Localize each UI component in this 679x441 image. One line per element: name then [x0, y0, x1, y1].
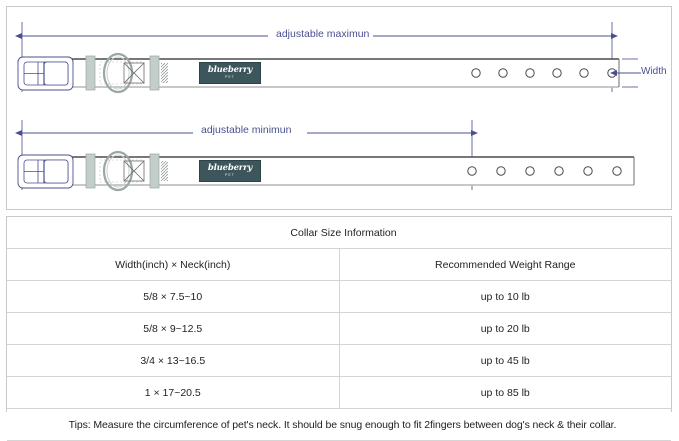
- keeper-loop: [149, 55, 160, 91]
- brand-name: blueberry: [207, 163, 253, 174]
- header-size: Width(inch) × Neck(inch): [7, 248, 340, 281]
- cell-weight: up to 10 lb: [339, 280, 671, 313]
- cell-weight: up to 20 lb: [339, 312, 671, 345]
- buckle: [17, 56, 74, 91]
- collar-size-table: Collar Size Information Width(inch) × Ne…: [7, 217, 671, 441]
- keeper-loop: [85, 55, 96, 91]
- brand-patch: blueberry PET: [199, 160, 261, 182]
- strap-holes: [471, 68, 617, 78]
- cell-size: 5/8 × 7.5~10: [7, 280, 340, 313]
- width-label: Width: [641, 66, 667, 77]
- table-row: 5/8 × 9~12.5 up to 20 lb: [7, 312, 671, 345]
- keeper-loop: [149, 153, 160, 189]
- cell-size: 3/4 × 13~16.5: [7, 344, 340, 377]
- d-ring: [102, 52, 134, 94]
- cell-weight: up to 45 lb: [339, 344, 671, 377]
- cell-size: 1 × 17~20.5: [7, 376, 340, 409]
- header-weight: Recommended Weight Range: [339, 248, 671, 281]
- cell-weight: up to 85 lb: [339, 376, 671, 409]
- collar-minimum-group: [15, 120, 635, 192]
- table-title-row: Collar Size Information: [7, 217, 671, 249]
- x-stitch-box: [123, 62, 145, 84]
- table-row: 5/8 × 7.5~10 up to 10 lb: [7, 280, 671, 313]
- brand-subtitle: PET: [225, 75, 235, 80]
- collar-diagram-svg: [15, 22, 651, 192]
- table-tips-row: Tips: Measure the circumference of pet's…: [7, 408, 671, 441]
- buckle: [17, 154, 74, 189]
- brand-patch: blueberry PET: [199, 62, 261, 84]
- table-title: Collar Size Information: [7, 217, 671, 249]
- cell-size: 5/8 × 9~12.5: [7, 312, 340, 345]
- d-ring: [102, 150, 134, 192]
- width-dimension: [610, 58, 651, 88]
- collar-size-chart: adjustable maximun adjustable minimun Wi…: [6, 6, 672, 441]
- hatch-mark: [161, 161, 168, 181]
- table-row: 3/4 × 13~16.5 up to 45 lb: [7, 344, 671, 377]
- x-stitch-box: [123, 160, 145, 182]
- keeper-loop: [85, 153, 96, 189]
- adjustable-minimum-label: adjustable minimun: [197, 124, 296, 136]
- table-header-row: Width(inch) × Neck(inch) Recommended Wei…: [7, 248, 671, 281]
- tips-text: Tips: Measure the circumference of pet's…: [7, 408, 671, 441]
- hatch-mark: [161, 63, 168, 83]
- brand-subtitle: PET: [225, 173, 235, 178]
- strap-holes: [467, 166, 622, 176]
- adjustable-maximum-label: adjustable maximun: [272, 28, 374, 40]
- collar-size-table-wrap: Collar Size Information Width(inch) × Ne…: [6, 216, 672, 441]
- brand-name: blueberry: [207, 65, 253, 76]
- collar-maximum-group: [15, 22, 651, 94]
- table-row: 1 × 17~20.5 up to 85 lb: [7, 376, 671, 409]
